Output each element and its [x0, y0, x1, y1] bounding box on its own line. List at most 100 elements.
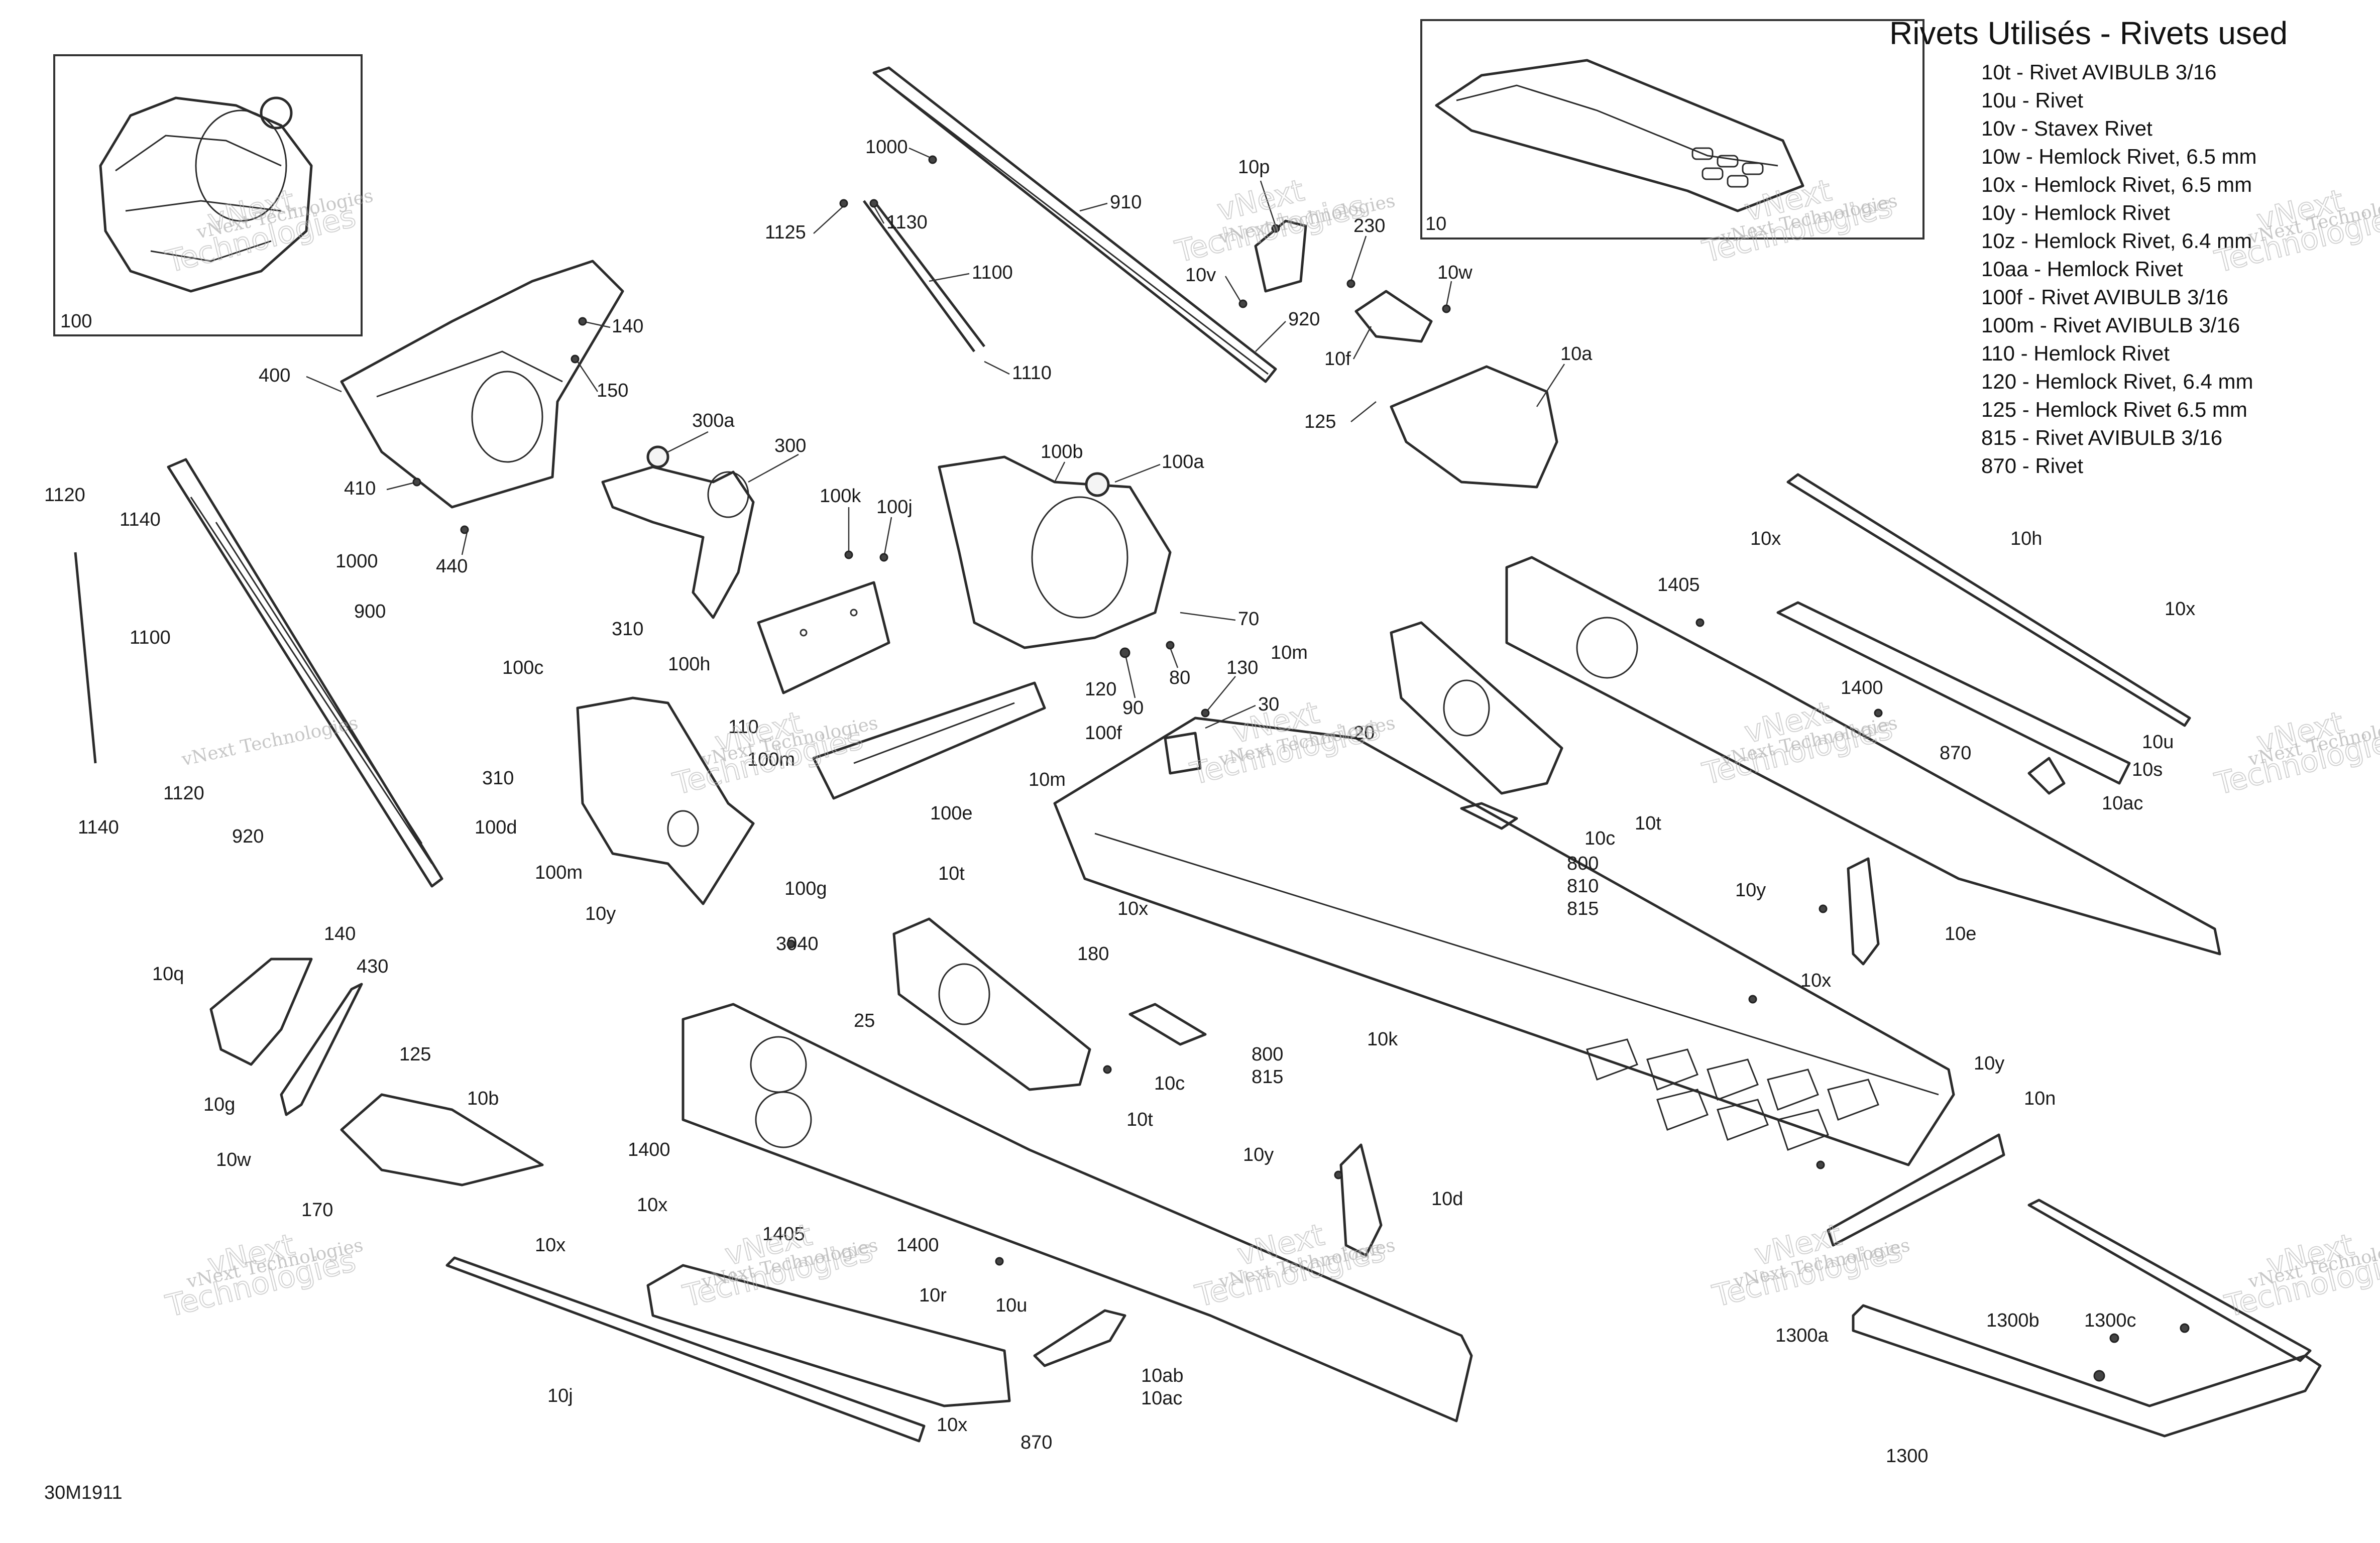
callout: 870 [1940, 743, 1971, 764]
strap-10g [280, 983, 363, 1116]
callout: 80 [1169, 667, 1190, 688]
callout: 1110 [1012, 363, 1052, 384]
callout: 800 [1567, 853, 1599, 874]
callout: 1000 [865, 137, 908, 158]
bracket-10ab [1033, 1309, 1126, 1367]
footrest-10u [1776, 601, 2131, 785]
leader-lines [306, 147, 1565, 729]
callout: 130 [1226, 657, 1258, 678]
bracket-10p [1254, 219, 1307, 293]
plate-800-upper [1460, 802, 1518, 830]
legend-item: 10w - Hemlock Rivet, 6.5 mm [1981, 145, 2256, 168]
callout: 10c [1584, 828, 1615, 849]
callout: 10p [1238, 157, 1270, 178]
rivet-legend: Rivets Utilisés - Rivets used 10t - Rive… [1889, 15, 2288, 478]
callout: 10c [1154, 1073, 1185, 1094]
diagram-code: 30M1911 [44, 1482, 123, 1503]
callout: 90 [1122, 697, 1144, 719]
callout: 10u [2142, 732, 2174, 753]
bracket-100c [576, 696, 755, 905]
callout: 300 [774, 435, 806, 456]
footrest-10h [1786, 473, 2191, 727]
callout: 10v [1185, 265, 1216, 286]
callout: 10t [1126, 1109, 1153, 1130]
callout: 310 [482, 768, 514, 789]
legend-item: 10aa - Hemlock Rivet [1981, 257, 2183, 281]
callout: 10m [1029, 769, 1066, 790]
legend-item: 120 - Hemlock Rivet, 6.4 mm [1981, 370, 2253, 393]
plate-800-lower [1128, 1003, 1207, 1046]
bracket-10f [1354, 290, 1433, 343]
callout: 140 [324, 923, 356, 944]
bracket-10d [1339, 1143, 1383, 1257]
callout: 10w [1437, 262, 1472, 283]
callout: 10y [1735, 880, 1766, 901]
callout: 1300 [1886, 1446, 1929, 1467]
bracket-10ac [2027, 757, 2066, 795]
plate-10c-lower [892, 917, 1091, 1091]
callout: 10e [1945, 923, 1976, 944]
callout: 10a [1560, 343, 1593, 365]
neck-30 [1164, 732, 1202, 775]
callout: 10w [216, 1149, 251, 1170]
bar-10j [445, 1256, 926, 1443]
footrest-10r [646, 1264, 1011, 1407]
callout: 1120 [163, 783, 204, 804]
tunnel-10k [1053, 717, 1955, 1166]
callout: 1400 [628, 1139, 670, 1160]
callout: 10x [2165, 599, 2195, 620]
inset-100-label: 100 [60, 311, 92, 332]
callout: 10m [1271, 642, 1308, 663]
callout: 10f [1324, 348, 1351, 370]
callout: 10u [995, 1295, 1027, 1316]
callout: 920 [1288, 309, 1320, 330]
plate-10c-upper [1390, 621, 1563, 795]
callout: 10h [2010, 528, 2042, 549]
callout: 410 [344, 478, 376, 499]
callout: 100g [784, 878, 827, 899]
callout: 815 [1567, 898, 1599, 919]
callout: 1140 [120, 509, 161, 530]
legend-item: 110 - Hemlock Rivet [1981, 341, 2170, 365]
legend-item: 100m - Rivet AVIBULB 3/16 [1981, 313, 2240, 337]
callout: 3040 [776, 933, 819, 955]
bumper-1300 [1852, 1304, 2322, 1438]
callout: 125 [399, 1044, 431, 1065]
callout: 1000 [335, 551, 378, 572]
rail-910 [872, 66, 1277, 383]
callout: 810 [1567, 876, 1599, 897]
legend-item: 125 - Hemlock Rivet 6.5 mm [1981, 398, 2247, 421]
callout: 10j [547, 1385, 573, 1406]
cooler-100e [812, 681, 1046, 800]
watermark-text: vNext Technologies [179, 713, 360, 770]
callout: 10b [467, 1088, 499, 1109]
callout: 30 [1258, 694, 1279, 715]
side-panel-1405 [1505, 556, 2221, 956]
callout: 100k [820, 486, 861, 507]
callout: 400 [259, 365, 290, 386]
callouts: 1000 1125 1130 910 1100 1110 10p 230 10v… [44, 137, 2195, 1467]
bracket-300 [601, 465, 755, 619]
callout: 910 [1110, 192, 1142, 213]
callout: 10d [1431, 1189, 1463, 1210]
callout: 110 [728, 717, 759, 738]
callout: 230 [1353, 215, 1385, 236]
callout: 100b [1041, 441, 1083, 462]
inset-10: 10 [1420, 19, 1924, 240]
legend-title: Rivets Utilisés - Rivets used [1889, 15, 2288, 51]
callout: 10x [535, 1235, 565, 1256]
callout: 10y [585, 903, 616, 924]
callout: 10q [152, 964, 184, 985]
callout: 1125 [765, 222, 806, 243]
inset-10-label: 10 [1425, 213, 1446, 234]
legend-item: 10y - Hemlock Rivet [1981, 201, 2170, 224]
callout: 900 [354, 601, 386, 622]
callout: 440 [436, 556, 468, 577]
callout: 310 [612, 619, 643, 640]
callout: 25 [854, 1010, 875, 1031]
callout: 125 [1304, 411, 1336, 432]
callout: 180 [1077, 943, 1109, 965]
callout: 1300b [1986, 1310, 2039, 1331]
callout: 170 [301, 1200, 333, 1221]
